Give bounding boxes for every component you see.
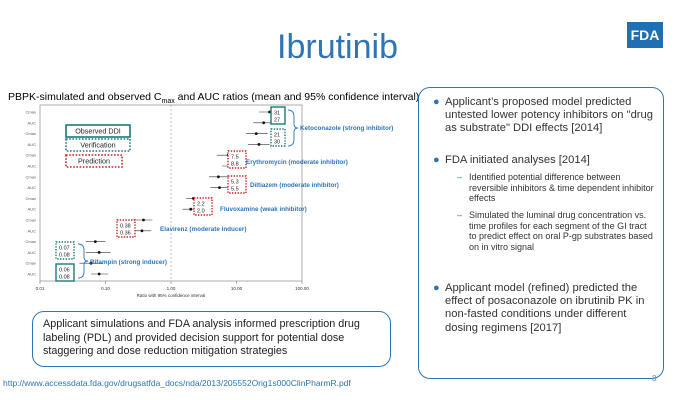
- bullet-icon: ●: [433, 96, 440, 108]
- value-label: 2.0: [197, 209, 205, 215]
- value-box: [270, 128, 286, 147]
- point-estimate: [262, 121, 266, 125]
- drug-annotation: Diltiazem (moderate inhibitor): [250, 182, 339, 189]
- row-label: Cmax: [26, 218, 36, 223]
- value-box: [193, 197, 213, 216]
- subbullet-text: Identified potential difference between …: [469, 172, 654, 204]
- value-box: [227, 150, 247, 169]
- value-label: 0.36: [120, 231, 131, 237]
- value-box: [55, 263, 75, 282]
- value-box: [55, 241, 75, 260]
- x-tick-label: 0.10: [101, 286, 110, 291]
- value-label: 0.08: [59, 253, 70, 259]
- bullet-text: Applicant’s proposed model predicted unt…: [445, 96, 653, 135]
- subtitle-text-end: and AUC ratios (mean and 95% confidence …: [174, 91, 420, 103]
- point-estimate: [140, 229, 144, 233]
- row-label: Cmax: [26, 153, 36, 158]
- row-label: AUC: [28, 207, 37, 212]
- row-label: AUC: [28, 228, 37, 233]
- slide-title: Ibrutinib: [277, 28, 398, 66]
- row-label: Cmax: [26, 196, 36, 201]
- row-label: Cmax: [26, 261, 36, 266]
- x-tick-label: 100.00: [295, 286, 309, 291]
- bullet-icon: ●: [433, 282, 440, 294]
- row-label: AUC: [28, 142, 37, 147]
- bullet-fda-analyses: ● FDA initiated analyses [2014]: [433, 154, 655, 167]
- drug-annotation: Rifampin (strong inducer): [90, 259, 167, 266]
- legend-label: Observed DDI: [75, 127, 121, 136]
- value-box: [227, 175, 247, 194]
- point-estimate: [97, 272, 101, 276]
- value-label: 0.38: [120, 224, 131, 230]
- bullet-applicant-model: ● Applicant’s proposed model predicted un…: [433, 96, 655, 136]
- drug-annotation: Fluvoxamine (weak inhibitor): [220, 206, 307, 213]
- point-estimate: [268, 110, 271, 114]
- row-label: AUC: [28, 185, 37, 190]
- value-label: 30: [274, 140, 280, 146]
- value-label: 8.8: [231, 162, 239, 168]
- row-label: Cmax: [26, 110, 36, 115]
- x-tick-label: 1.00: [167, 286, 176, 291]
- value-label: 2.2: [197, 202, 205, 208]
- page-number: 8: [652, 374, 657, 383]
- bullet-text: Applicant model (refined) predicted the …: [445, 282, 645, 334]
- legend-label: Verification: [80, 141, 115, 150]
- subtitle-text: PBPK-simulated and observed C: [8, 91, 162, 103]
- subbullet-text: Simulated the luminal drug concentration…: [469, 210, 653, 252]
- subtitle-subscript: max: [161, 98, 175, 106]
- value-box: [116, 219, 136, 238]
- value-label: 21: [274, 133, 280, 139]
- legend-label: Prediction: [78, 157, 110, 166]
- value-label: 0.07: [59, 246, 70, 252]
- point-estimate: [97, 251, 101, 254]
- dash-icon: –: [457, 210, 463, 220]
- value-label: 5.5: [231, 187, 239, 193]
- value-label: 27: [274, 118, 280, 124]
- conclusion-callout: Applicant simulations and FDA analysis i…: [32, 311, 391, 367]
- x-axis-label: Ratio with 95% confidence interval: [137, 293, 206, 298]
- value-label: 0.08: [59, 275, 70, 281]
- point-estimate: [189, 207, 193, 211]
- point-estimate: [89, 261, 93, 265]
- point-estimate: [257, 143, 261, 146]
- source-link[interactable]: http://www.accessdata.fda.gov/drugsatfda…: [3, 378, 351, 388]
- legend-box: [65, 138, 131, 152]
- bullet-icon: ●: [433, 154, 440, 166]
- drug-annotation: Ketoconazole (strong inhibitor): [300, 125, 393, 132]
- point-estimate: [254, 132, 258, 135]
- legend-box: [65, 124, 131, 138]
- point-estimate: [142, 218, 145, 222]
- chart-subtitle: PBPK-simulated and observed Cmax and AUC…: [8, 91, 419, 105]
- value-label: 5.3: [231, 180, 239, 186]
- x-tick-label: 0.01: [36, 286, 45, 291]
- row-label: AUC: [28, 120, 37, 125]
- value-label: 0.06: [59, 268, 70, 274]
- subbullet-reversible-inhibitors: –Identified potential difference between…: [457, 172, 655, 204]
- row-label: AUC: [28, 272, 37, 277]
- row-label: Cmax: [26, 239, 36, 244]
- x-tick-label: 10.00: [231, 286, 243, 291]
- dash-icon: –: [457, 172, 463, 182]
- point-estimate: [218, 186, 221, 189]
- row-label: Cmax: [26, 131, 36, 136]
- row-label: AUC: [28, 250, 37, 255]
- drug-annotation: Erythromycin (moderate inhibitor): [246, 159, 348, 166]
- legend-box: [65, 154, 123, 168]
- drug-annotation: Elavirenz (moderate inducer): [160, 226, 246, 233]
- bracket: [77, 243, 89, 279]
- fda-logo: FDA: [627, 22, 663, 48]
- bullet-text: FDA initiated analyses [2014]: [445, 154, 590, 166]
- summary-panel: ● Applicant’s proposed model predicted un…: [418, 87, 664, 379]
- value-label: 7.5: [231, 155, 239, 161]
- bracket: [287, 109, 299, 147]
- point-estimate: [217, 175, 220, 179]
- value-label: 31: [274, 111, 280, 117]
- row-label: AUC: [28, 164, 37, 169]
- point-estimate: [93, 240, 97, 244]
- row-label: Cmax: [26, 174, 36, 179]
- value-box: [270, 106, 286, 125]
- bullet-refined-model: ● Applicant model (refined) predicted the…: [433, 282, 655, 335]
- subbullet-luminal-concentration: –Simulated the luminal drug concentratio…: [457, 210, 655, 252]
